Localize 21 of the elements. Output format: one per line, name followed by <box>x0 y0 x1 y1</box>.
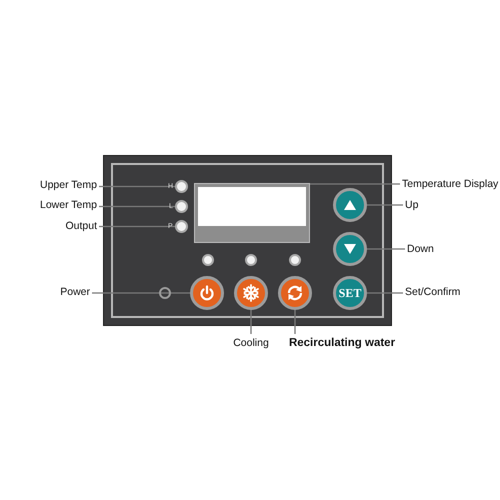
leader-line <box>99 186 175 188</box>
leader-line <box>367 204 403 206</box>
callout-label: Set/Confirm <box>405 285 475 299</box>
callout-label: Up <box>405 198 435 212</box>
leader-line <box>367 248 405 250</box>
callout-label: Upper Temp <box>20 178 97 192</box>
leader-line <box>294 310 296 334</box>
leader-line <box>92 292 190 294</box>
leader-line <box>310 183 400 185</box>
callout-label: Down <box>407 242 447 256</box>
callout-label: Recirculating water <box>280 336 404 350</box>
leader-line <box>99 206 175 208</box>
callout-label: Cooling <box>226 336 276 350</box>
callout-label: Lower Temp <box>20 198 97 212</box>
lcd-display <box>194 183 310 243</box>
callout-label: Power <box>30 285 90 299</box>
leader-line <box>99 226 175 228</box>
leader-line <box>367 292 403 294</box>
callout-label: Temperature Display <box>402 177 498 191</box>
callout-label: Output <box>20 219 97 233</box>
leader-line <box>250 310 252 334</box>
